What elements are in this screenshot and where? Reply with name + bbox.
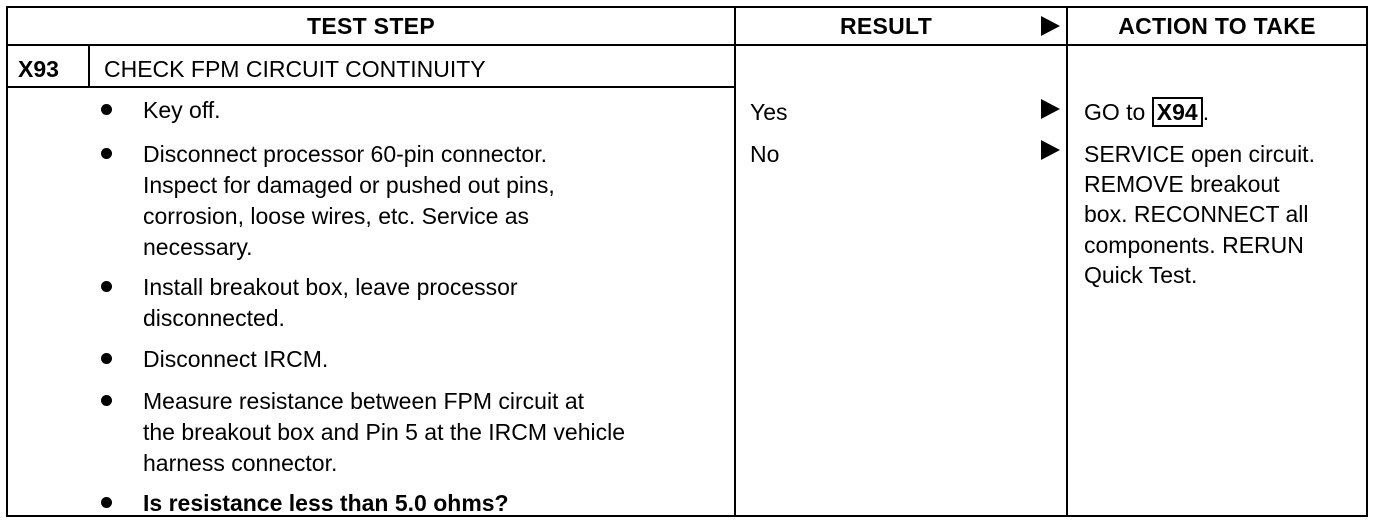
action-no-line: Quick Test. bbox=[1084, 262, 1198, 288]
step-line: Disconnect processor 60-pin connector. bbox=[143, 141, 547, 167]
step-line-question: Is resistance less than 5.0 ohms? bbox=[143, 490, 509, 516]
step-line: corrosion, loose wires, etc. Service as bbox=[143, 203, 530, 229]
header-divider bbox=[8, 44, 1366, 46]
step-line: Install breakout box, leave processor bbox=[143, 274, 518, 300]
action-no-line: components. RERUN bbox=[1084, 232, 1304, 258]
bullet-dot-icon bbox=[101, 148, 112, 159]
step-id-divider bbox=[88, 44, 90, 88]
step-title-divider bbox=[8, 86, 736, 88]
header-result: RESULT bbox=[839, 12, 933, 39]
right-triangle-arrow-icon bbox=[1041, 140, 1060, 160]
action-yes: GO to X94. bbox=[1084, 97, 1209, 128]
action-no-line: SERVICE open circuit. bbox=[1084, 141, 1315, 167]
step-line: the breakout box and Pin 5 at the IRCM v… bbox=[143, 419, 626, 445]
bullet-dot-icon bbox=[101, 497, 112, 508]
result-yes: Yes bbox=[750, 99, 788, 125]
result-no: No bbox=[750, 141, 780, 167]
step-line: necessary. bbox=[143, 234, 253, 260]
col-divider-action bbox=[1066, 8, 1068, 515]
step-line: Disconnect IRCM. bbox=[143, 346, 329, 372]
step-line: Measure resistance between FPM circuit a… bbox=[143, 388, 585, 414]
header-test-step: TEST STEP bbox=[307, 12, 435, 39]
action-no-line: box. RECONNECT all bbox=[1084, 201, 1309, 227]
step-line: harness connector. bbox=[143, 450, 338, 476]
bullet-dot-icon bbox=[101, 281, 112, 292]
step-ref-x94: X94 bbox=[1151, 97, 1203, 127]
step-title: CHECK FPM CIRCUIT CONTINUITY bbox=[104, 56, 486, 82]
col-divider-result bbox=[734, 8, 736, 515]
right-triangle-arrow-icon bbox=[1041, 99, 1060, 119]
header-action: ACTION TO TAKE bbox=[1118, 12, 1316, 39]
bullet-dot-icon bbox=[101, 353, 112, 364]
action-no-line: REMOVE breakout bbox=[1084, 171, 1280, 197]
step-line: Inspect for damaged or pushed out pins, bbox=[143, 172, 555, 198]
diagnostic-table: TEST STEP RESULT ACTION TO TAKE X93 CHEC… bbox=[6, 6, 1368, 517]
step-id: X93 bbox=[18, 56, 59, 82]
bullet-dot-icon bbox=[101, 104, 112, 115]
bullet-dot-icon bbox=[101, 395, 112, 406]
step-line: disconnected. bbox=[143, 305, 285, 331]
action-yes-prefix: GO to bbox=[1084, 99, 1146, 125]
step-line: Key off. bbox=[143, 97, 221, 123]
action-yes-suffix: . bbox=[1202, 99, 1210, 125]
right-triangle-arrow-icon bbox=[1041, 16, 1060, 36]
